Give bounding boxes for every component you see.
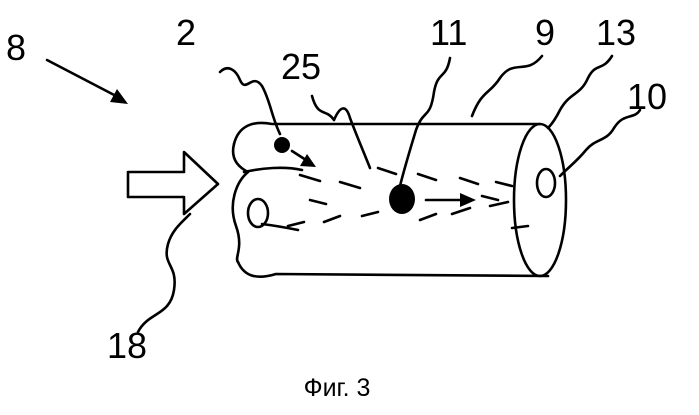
particle-large-arrow (426, 193, 476, 207)
pointer-arrow-8 (47, 60, 128, 104)
leader-line-18 (138, 214, 190, 332)
leader-line-9 (472, 56, 542, 116)
inflow-arrow (128, 152, 218, 214)
label-9: 9 (535, 12, 555, 53)
leader-line-10 (560, 110, 640, 176)
tube-far-end (514, 124, 566, 276)
leader-line-11 (400, 58, 450, 186)
label-8: 8 (6, 27, 26, 68)
label-10: 10 (627, 76, 667, 117)
particle-small (274, 137, 290, 153)
outlet-opening (537, 169, 555, 197)
label-18: 18 (107, 325, 147, 366)
label-25: 25 (281, 46, 321, 87)
inlet-opening (248, 199, 268, 227)
leader-line-25 (312, 96, 370, 168)
particle-small-arrow (292, 151, 316, 167)
leader-line-13 (548, 56, 612, 128)
label-11: 11 (430, 12, 467, 53)
particle-large (389, 184, 415, 214)
label-2: 2 (176, 12, 196, 53)
figure-caption: Фиг. 3 (304, 374, 371, 402)
label-13: 13 (596, 12, 636, 53)
